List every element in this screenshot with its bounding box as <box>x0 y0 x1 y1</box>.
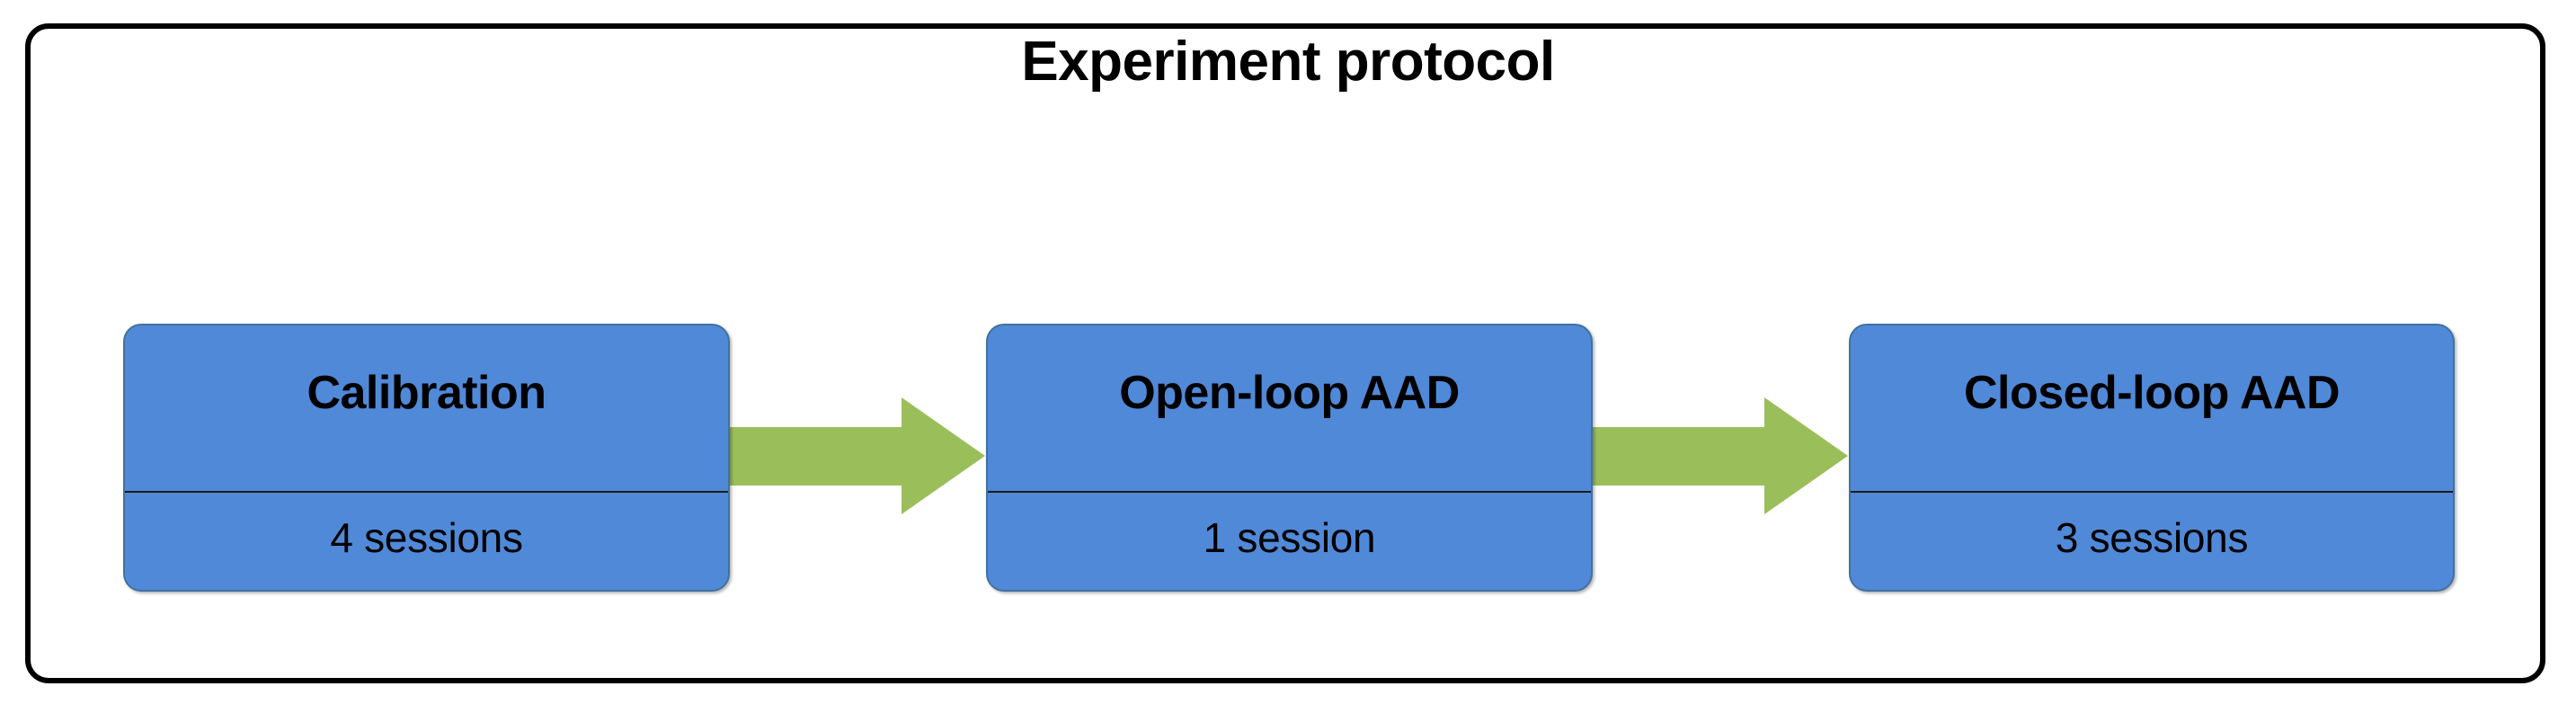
stage-session-count: 4 sessions <box>330 514 523 561</box>
stage-box-open-loop-aad[interactable]: Open-loop AAD 1 session <box>986 324 1593 592</box>
stage-title: Calibration <box>125 325 728 493</box>
stage-session-count: 1 session <box>1203 514 1376 561</box>
stage-box-calibration[interactable]: Calibration 4 sessions <box>123 324 730 592</box>
stage-session-count: 3 sessions <box>2055 514 2249 561</box>
page-title: Experiment protocol <box>1021 31 1555 93</box>
right-arrow-icon <box>724 396 987 516</box>
stage-box-closed-loop-aad[interactable]: Closed-loop AAD 3 sessions <box>1849 324 2455 592</box>
right-arrow-icon <box>1587 396 1850 516</box>
stage-title: Closed-loop AAD <box>1851 325 2453 493</box>
stage-title: Open-loop AAD <box>988 325 1591 493</box>
